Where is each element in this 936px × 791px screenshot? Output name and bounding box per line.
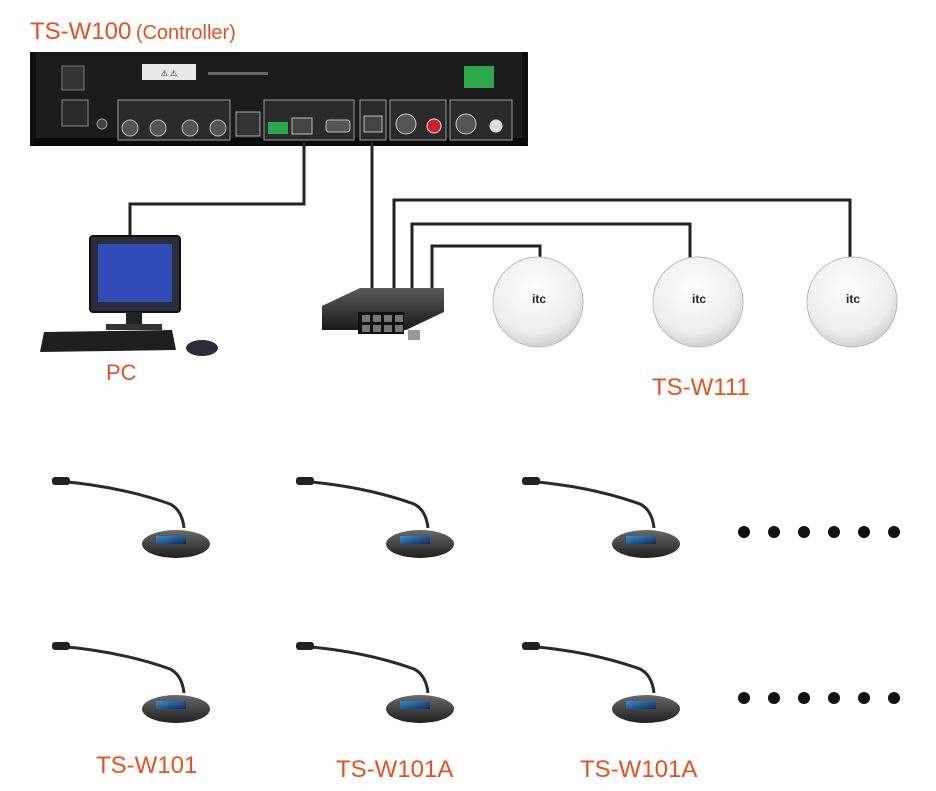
network-switch-device: [322, 288, 444, 340]
controller-title: TS-W100 (Controller): [30, 18, 236, 46]
pc-label: PC: [106, 360, 137, 385]
wire-switch-ap-2: [410, 222, 692, 290]
wire-controller-pc: [128, 142, 306, 238]
ellipsis-dots-icon-row-1: [738, 526, 900, 538]
access-point-3: itc: [806, 256, 898, 348]
conference-unit-r1-1: [52, 477, 210, 558]
connection-wires: [128, 142, 852, 290]
wire-switch-ap-3: [392, 198, 852, 290]
conference-unit-r2-1: [52, 642, 210, 723]
delegate-unit-label-1: TS-W101A: [336, 756, 454, 783]
svg-text:itc: itc: [532, 292, 546, 306]
access-point-2: itc: [652, 256, 744, 348]
access-point-label: TS-W111: [652, 374, 750, 401]
conference-unit-r1-2: [296, 477, 454, 558]
svg-text:⚠ ⚠: ⚠ ⚠: [161, 69, 178, 78]
controller-suffix-label: (Controller): [135, 22, 236, 44]
chairman-unit-label: TS-W101: [96, 752, 198, 779]
conference-unit-r2-3: [522, 642, 680, 723]
pc-device: [40, 235, 218, 356]
wire-switch-ap-1: [430, 244, 542, 290]
svg-text:itc: itc: [846, 292, 860, 306]
svg-text:itc: itc: [692, 292, 706, 306]
controller-device: ⚠ ⚠: [30, 52, 528, 146]
conference-unit-r2-2: [296, 642, 454, 723]
access-point-1: itc: [492, 256, 584, 348]
controller-model-label: TS-W100: [30, 18, 132, 45]
delegate-unit-label-2: TS-W101A: [580, 756, 698, 783]
conference-unit-r1-3: [522, 477, 680, 558]
ellipsis-dots-icon-row-2: [738, 692, 900, 704]
